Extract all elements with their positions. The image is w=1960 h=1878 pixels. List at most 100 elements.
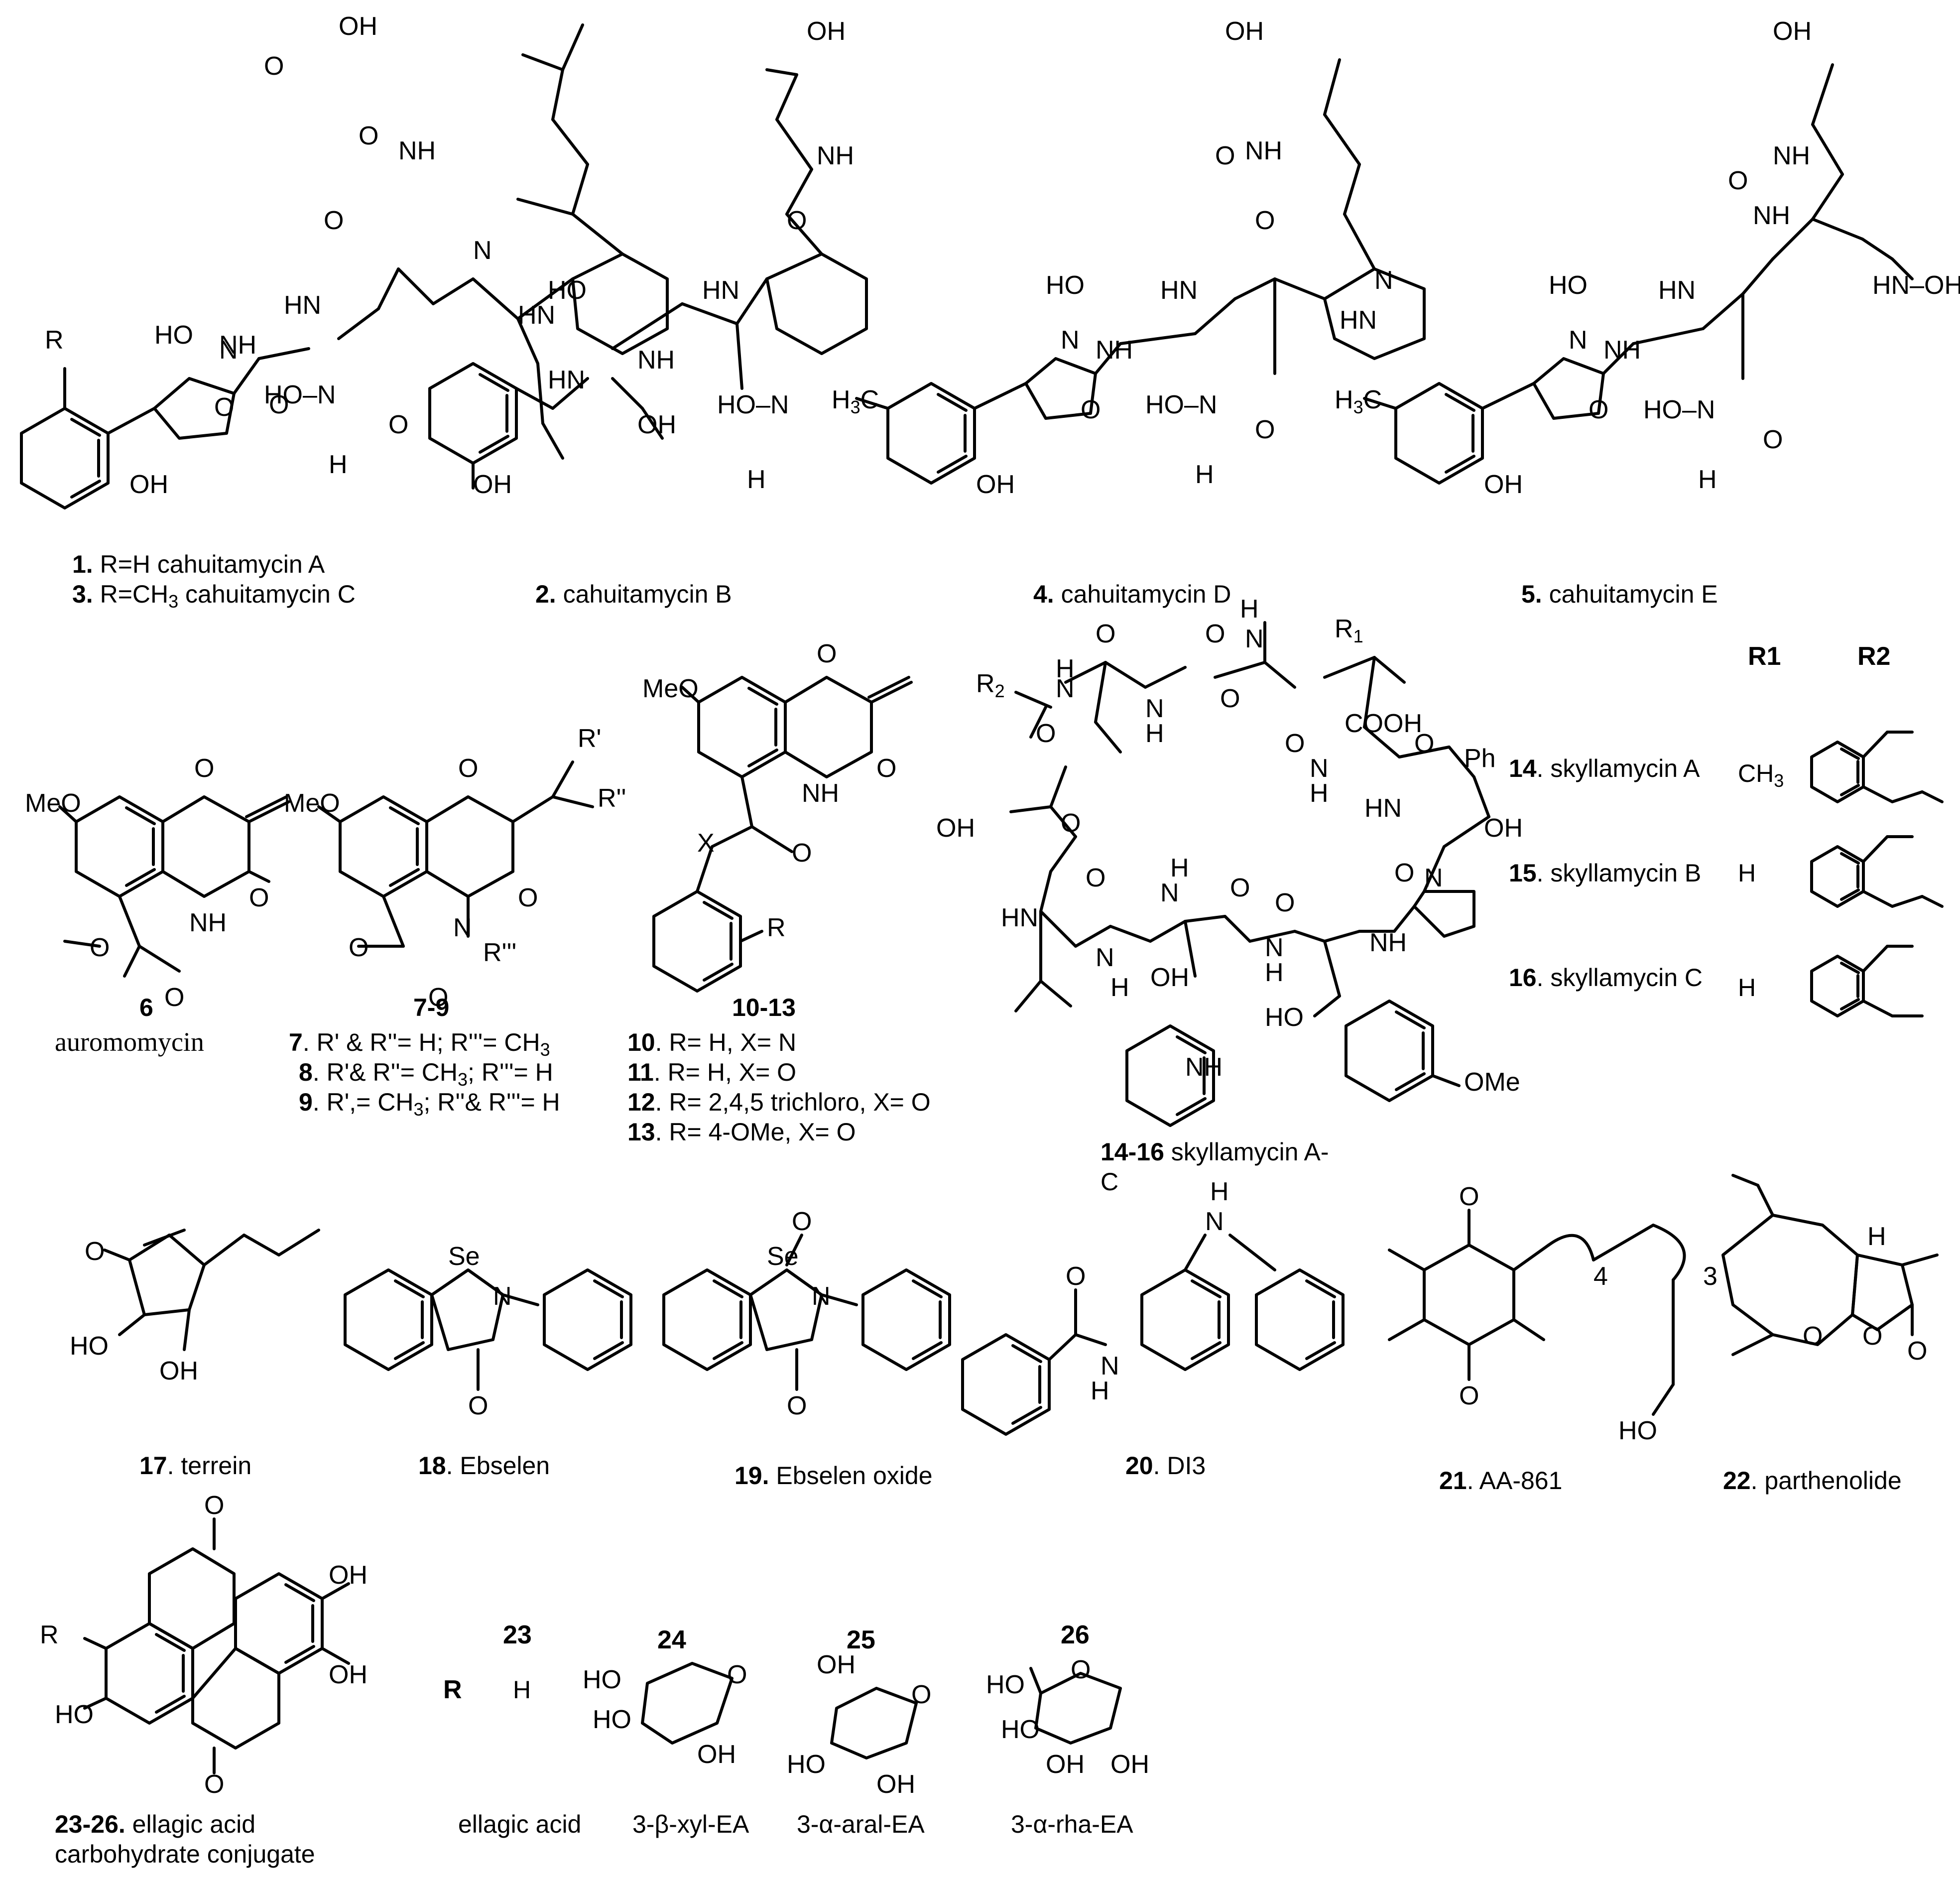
caption-compound-22: 22. parthenolide — [1723, 1467, 1902, 1495]
atom-H-5: H — [1056, 654, 1075, 683]
table-row-16: 16. skyllamycin C — [1509, 964, 1703, 992]
atom-NH-6: NH — [1245, 136, 1282, 165]
compound-6-structure — [58, 795, 290, 978]
caption-compound-6-name: auromomycin — [55, 1027, 204, 1057]
table-row-14: 14. skyllamycin A — [1509, 754, 1700, 782]
atom-N-5: N — [1569, 326, 1588, 355]
atom-N-6: N — [453, 913, 472, 942]
atom-N: N — [219, 336, 238, 365]
atom-O-19: O — [458, 754, 478, 783]
atom-HO-13: HO — [1001, 1715, 1040, 1744]
atom-O-22: O — [428, 983, 448, 1012]
atom-Rp: R' — [578, 724, 601, 753]
compound-17-structure — [103, 1229, 320, 1351]
atom-NH-17: N — [1101, 1352, 1119, 1380]
atom-O-15: O — [194, 754, 214, 783]
atom-H-7: H — [1240, 595, 1259, 624]
atom-H-6: H — [1145, 719, 1164, 748]
caption-compound-6-number: 6 — [139, 994, 153, 1021]
atom-O-11: O — [1255, 415, 1275, 444]
atom-O-14: O — [1763, 425, 1783, 454]
atom-MeO-3: MeO — [642, 674, 699, 703]
atom-H-4: H — [1698, 465, 1717, 494]
atom-HNOH: HN–OH — [1872, 271, 1960, 300]
caption-compound-26: 3-α-rha-EA — [1011, 1810, 1133, 1838]
atom-O: O — [214, 393, 234, 422]
atom-HN: HN — [284, 291, 321, 320]
atom-O-42: O — [1459, 1182, 1479, 1211]
atom-OH-3: OH — [473, 470, 512, 499]
compound-2-backbone — [611, 68, 868, 390]
atom-O-43: O — [1459, 1381, 1479, 1410]
atom-O-30: O — [1285, 729, 1305, 758]
compound-2-structure — [430, 364, 664, 490]
compound-25-number: 25 — [847, 1626, 875, 1654]
caption-compound-23-26-line2: carbohydrate conjugate — [55, 1840, 315, 1868]
atom-O-46: O — [1907, 1337, 1927, 1366]
atom-OH-17: OH — [817, 1650, 856, 1679]
caption-compound-10: 10. R= H, X= N — [627, 1028, 796, 1056]
atom-OH-5: OH — [807, 17, 846, 46]
atom-N-8: N — [1245, 625, 1264, 653]
atom-OH-7: OH — [1225, 17, 1264, 46]
atom-HN-9: HN — [1001, 903, 1038, 932]
atom-O-48: O — [204, 1770, 224, 1799]
atom-N-13: N — [812, 1282, 831, 1311]
atom-O-45: O — [1862, 1322, 1882, 1351]
atom-H-10: H — [1170, 854, 1189, 882]
compound-1-3-structure — [21, 23, 669, 508]
atom-HO-10: HO — [593, 1705, 631, 1734]
caption-compound-11: 11. R= H, X= O — [627, 1058, 796, 1086]
table-header-r2: R2 — [1857, 642, 1890, 671]
atom-HO-11: HO — [787, 1750, 826, 1779]
atom-HN-4: HN — [702, 276, 739, 305]
atom-O-28: O — [1205, 620, 1225, 648]
atom-H-12: H — [1091, 1377, 1109, 1405]
atom-NH-7: NH — [1603, 336, 1641, 365]
compound-24-sugar — [641, 1662, 734, 1745]
atom-O-4: O — [359, 122, 378, 150]
caption-compound-4: 4. cahuitamycin D — [1033, 580, 1231, 608]
atom-O-47: O — [204, 1491, 224, 1520]
caption-compound-14-16-line2: C — [1101, 1168, 1118, 1196]
atom-HO-12: HO — [986, 1670, 1025, 1699]
atom-O-6: O — [388, 410, 408, 439]
atom-OH-12: OH — [1150, 963, 1189, 992]
atom-R: R — [45, 326, 64, 355]
atom-Rpp: R'' — [598, 784, 626, 813]
atom-N-7: N — [1056, 674, 1075, 703]
atom-O-10: O — [1215, 141, 1235, 170]
caption-compound-2: 2. cahuitamycin B — [535, 580, 732, 608]
table-r2-structures — [1812, 731, 1944, 1017]
atom-HO-7: HO — [1618, 1416, 1657, 1445]
atom-OH-10: OH — [1484, 814, 1523, 843]
compound-10-13-structure — [654, 676, 913, 991]
atom-HN-3: HN — [548, 366, 585, 394]
atom-OMe: OMe — [1464, 1068, 1520, 1097]
r-label: R — [443, 1675, 462, 1704]
atom-OH-9: OH — [1773, 17, 1812, 46]
atom-NH-10: NH — [189, 908, 227, 937]
atom-O-9: O — [1255, 206, 1275, 235]
atom-OH-16: OH — [697, 1740, 736, 1769]
atom-NH-13: N — [1096, 943, 1114, 972]
compound-19-structure — [664, 1234, 950, 1391]
atom-MeO-2: MeO — [284, 789, 340, 818]
compound-4-structure — [855, 58, 1426, 483]
atom-O-25: O — [792, 839, 812, 868]
caption-compound-5: 5. cahuitamycin E — [1521, 580, 1718, 608]
atom-OH-2: OH — [339, 12, 377, 41]
atom-N-12: N — [493, 1282, 512, 1311]
atom-HO-6: HO — [70, 1332, 109, 1361]
compound-25-sugar — [830, 1687, 918, 1759]
atom-OH-20: OH — [1110, 1750, 1149, 1779]
atom-O-24: O — [876, 754, 896, 783]
caption-compound-12: 12. R= 2,4,5 trichloro, X= O — [627, 1088, 931, 1116]
atom-NH-11: NH — [802, 779, 839, 808]
atom-N-2: N — [473, 236, 492, 265]
atom-HO-5: HO — [1265, 1003, 1304, 1032]
atom-OH-15: OH — [329, 1660, 368, 1689]
atom-O-21: O — [349, 933, 368, 962]
atom-OH-13: OH — [159, 1357, 198, 1385]
compound-26-number: 26 — [1061, 1621, 1090, 1649]
